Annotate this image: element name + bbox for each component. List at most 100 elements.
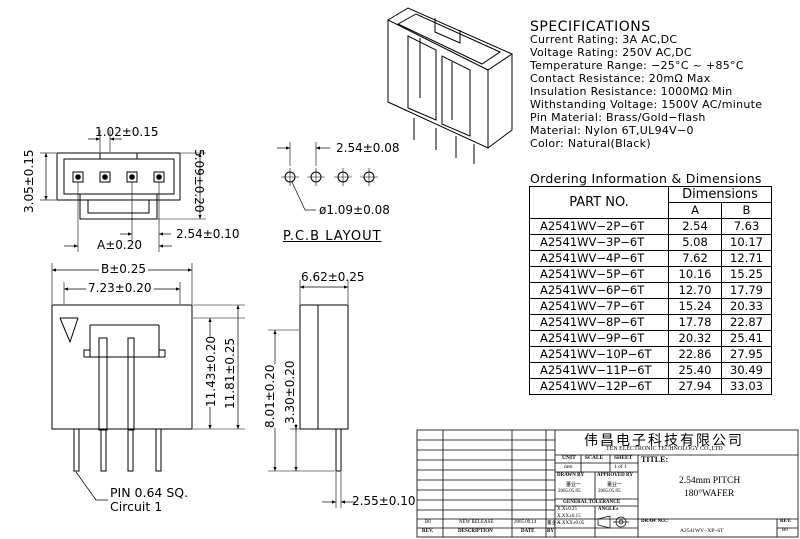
company-name-cn: 伟昌电子科技有限公司	[584, 434, 744, 449]
part-number: A2541WV−10P−6T	[529, 346, 669, 363]
top-view	[40, 130, 206, 252]
pcb-layout	[277, 142, 378, 211]
rev-row-rev: B0	[425, 520, 431, 525]
part-number: A2541WV−5P−6T	[529, 266, 669, 283]
col-a: A	[668, 202, 722, 219]
spec-color: Color: Natural(Black)	[530, 137, 651, 150]
dim-front-b: B±0.25	[99, 262, 149, 276]
col-part-no: PART NO.	[529, 186, 669, 219]
dim-side-pin: 2.55±0.10	[352, 494, 416, 508]
dim-a: 2.54	[668, 218, 722, 235]
dim-b: 10.17	[721, 234, 772, 251]
ordering-title: Ordering Information & Dimensions	[530, 171, 762, 186]
dim-b: 12.71	[721, 250, 772, 267]
isometric-view	[386, 7, 514, 164]
unit-label: UNIT	[562, 455, 576, 461]
part-number: A2541WV−9P−6T	[529, 330, 669, 347]
part-number: A2541WV−4P−6T	[529, 250, 669, 267]
projection-symbol	[597, 515, 629, 529]
spec-temperature-range: Temperature Range: −25°C ~ +85°C	[530, 59, 744, 72]
part-number: A2541WV−8P−6T	[529, 314, 669, 331]
dim-a: 5.08	[668, 234, 722, 251]
pcb-layout-label: P.C.B LAYOUT	[283, 229, 382, 244]
dim-pcb-pitch: 2.54±0.08	[336, 141, 400, 155]
col-b: B	[721, 202, 772, 219]
dim-side-h2: 3.30±0.20	[283, 360, 297, 424]
dim-b: 25.41	[721, 330, 772, 347]
dim-pcb-hole: ø1.09±0.08	[319, 203, 390, 217]
rev-row-date: 2005.09.14	[514, 520, 537, 525]
tolerance-label: GENERAL TOLERANCE	[563, 500, 621, 505]
tolerance-3: X.XXX±0.05	[557, 521, 585, 526]
dim-a: 25.40	[668, 362, 722, 379]
side-view	[268, 280, 356, 508]
title-block-grid	[416, 429, 799, 538]
rev-row-desc: NEW RELEASE	[459, 520, 494, 525]
spec-current-rating: Current Rating: 3A AC,DC	[530, 33, 678, 46]
drawn-date: 2005.05.05	[558, 489, 581, 494]
dim-b: 22.87	[721, 314, 772, 331]
sheet-label: SHEET	[614, 455, 633, 461]
dim-a: 7.62	[668, 250, 722, 267]
footer-rev: REV.	[422, 529, 434, 534]
draw-no-value: A2541WV−XP−6T	[680, 528, 724, 534]
title-line-1: 2.54mm PITCH	[679, 476, 741, 486]
part-number: A2541WV−7P−6T	[529, 298, 669, 315]
sheet-value: 1 of 1	[614, 464, 627, 470]
approved-date: 2005.05.05	[598, 489, 621, 494]
dim-top-a: A±0.20	[97, 238, 142, 252]
circuit-note: Circuit 1	[110, 499, 163, 514]
dim-a: 27.94	[668, 378, 722, 395]
title-label: TITLE:	[641, 455, 669, 464]
dim-a: 10.16	[668, 266, 722, 283]
part-number: A2541WV−6P−6T	[529, 282, 669, 299]
dim-front-inner: 7.23±0.20	[86, 281, 154, 295]
spec-insulation-resistance: Insulation Resistance: 1000MΩ Min	[530, 85, 733, 98]
title-line-2: 180°WAFER	[684, 489, 735, 499]
part-number: A2541WV−12P−6T	[529, 378, 669, 395]
dim-b: 33.03	[721, 378, 772, 395]
dim-front-h1: 11.43±0.20	[204, 335, 218, 407]
dim-b: 17.79	[721, 282, 772, 299]
dim-b: 15.25	[721, 266, 772, 283]
col-dimensions: Dimensions	[668, 186, 772, 203]
dim-a: 15.24	[668, 298, 722, 315]
dim-a: 17.78	[668, 314, 722, 331]
dim-top-height-right: 5.09±0.20	[192, 149, 206, 213]
angle-label: ANGLE±	[598, 507, 619, 512]
footer-by: BY	[547, 529, 554, 534]
dim-a: 12.70	[668, 282, 722, 299]
part-number: A2541WV−2P−6T	[529, 218, 669, 235]
tolerance-2: X.XX±0.15	[557, 514, 581, 519]
drawn-by-label: DRAWN BY	[557, 473, 585, 478]
dim-top-pin-pitch: 2.54±0.10	[176, 227, 240, 241]
dim-b: 7.63	[721, 218, 772, 235]
dim-a: 20.32	[668, 330, 722, 347]
specifications-title: SPECIFICATIONS	[530, 19, 651, 35]
dim-b: 30.49	[721, 362, 772, 379]
rev-label: REV.	[780, 519, 792, 524]
scale-label: SCALE	[585, 455, 604, 461]
approved-by-name: 董业一	[607, 483, 623, 488]
dim-side-width: 6.62±0.25	[301, 270, 365, 284]
dim-a: 22.86	[668, 346, 722, 363]
dim-front-h2: 11.81±0.25	[223, 337, 237, 409]
rev-row-by: 董业一	[547, 520, 561, 525]
rev-value: B0	[782, 528, 788, 533]
unit-value: mm	[564, 464, 573, 470]
approved-by-label: APPROVED BY	[597, 473, 633, 478]
spec-contact-resistance: Contact Resistance: 20mΩ Max	[530, 72, 711, 85]
spec-material: Material: Nylon 6T,UL94V−0	[530, 124, 694, 137]
part-number: A2541WV−11P−6T	[529, 362, 669, 379]
